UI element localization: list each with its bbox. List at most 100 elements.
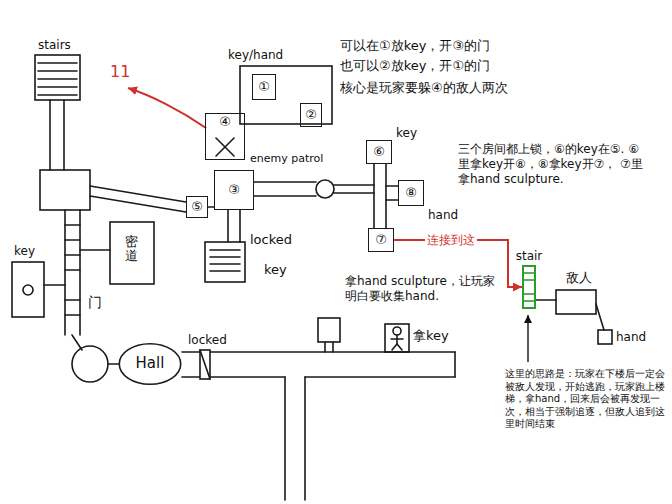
- corridor-walls: [182, 376, 285, 378]
- map-label: hand: [428, 208, 458, 223]
- room-box: ③: [214, 170, 254, 210]
- corridor-walls: [64, 210, 66, 335]
- stair-steps: [524, 300, 534, 302]
- room-number: ⑦: [375, 233, 387, 248]
- corridor-walls: [454, 352, 456, 377]
- corridor-walls: [254, 195, 316, 197]
- room-box: ⑥: [366, 140, 392, 164]
- key-room: [12, 262, 44, 317]
- corridor-walls: [12, 55, 612, 500]
- sculpture-room: [318, 318, 340, 342]
- map-label: 拿key: [413, 328, 449, 344]
- corridor-walls: [332, 342, 334, 352]
- corridor-walls: [536, 299, 556, 301]
- room-number: ③: [228, 183, 240, 198]
- corridor-walls: [80, 249, 110, 251]
- stair-steps: [210, 256, 240, 258]
- room-box: ⑧: [398, 180, 424, 206]
- corridor-walls: [90, 186, 186, 202]
- stair-steps: [210, 249, 240, 251]
- corridor-walls: [385, 164, 387, 228]
- room-box: ④: [205, 113, 245, 160]
- enemy-room: [556, 290, 596, 314]
- corridor-walls: [305, 376, 455, 378]
- corridor-walls: [182, 351, 455, 353]
- stair-steps: [210, 263, 240, 265]
- stair-steps: [38, 86, 77, 88]
- locked-door: [200, 350, 210, 379]
- patrol-cross: [216, 138, 234, 156]
- corridor-walls: [239, 210, 241, 242]
- connector-label: 连接到这: [425, 233, 477, 247]
- stairs-room: [35, 55, 80, 100]
- corridor-walls: [334, 184, 374, 186]
- stair-steps: [524, 293, 534, 295]
- room-number: ②: [305, 108, 317, 123]
- room-box: ②: [300, 103, 322, 127]
- corridor-walls: [65, 269, 80, 271]
- hall-outline: [119, 344, 180, 384]
- stair-steps: [210, 270, 240, 272]
- stair-steps: [38, 94, 77, 96]
- map-label: 门: [88, 294, 102, 312]
- corridor-walls: [90, 196, 186, 212]
- red-arrow: [128, 88, 206, 128]
- corridor-walls: [63, 100, 65, 170]
- map-label: 敌人: [566, 270, 592, 286]
- corridor-walls: [65, 224, 80, 226]
- corridor-walls: [79, 210, 81, 335]
- corridor-walls: [324, 342, 326, 352]
- map-label: 11: [110, 62, 130, 82]
- corridor-walls: [227, 210, 229, 242]
- corridor-walls: [65, 314, 80, 316]
- round-room: [72, 346, 108, 382]
- key-room: [385, 324, 409, 352]
- map-label: 密道: [125, 235, 138, 264]
- room-number: ⑥: [373, 145, 385, 160]
- stair-steps: [524, 273, 534, 301]
- room-number: Hall: [136, 355, 165, 372]
- room-number: ①: [258, 80, 270, 95]
- stair-steps: [524, 279, 534, 281]
- map-label: 可以在①放key，开③的门: [340, 38, 490, 54]
- corridor-walls: [65, 254, 80, 256]
- room-box: ①: [252, 74, 276, 100]
- corridor-walls: [284, 377, 286, 500]
- hall-node: Hall: [118, 342, 182, 386]
- locked-door: [200, 350, 210, 379]
- design-note: 这里的思路是：玩家在下楼后一定会被敌人发现，开始逃跑，玩家跑上楼梯，拿hand，…: [505, 368, 665, 431]
- map-label: locked: [250, 232, 292, 248]
- design-note: 三个房间都上锁，⑥的key在⑤. ⑥里拿key开⑧，⑧拿key开⑦， ⑦里拿ha…: [458, 142, 643, 187]
- map-label: key: [396, 126, 417, 141]
- corridor-walls: [44, 284, 65, 286]
- stick-figure: [392, 344, 397, 350]
- corridor-walls: [65, 239, 80, 241]
- design-note: 拿hand sculpture，让玩家明白要收集hand.: [345, 274, 495, 304]
- room-number: ⑧: [405, 186, 417, 201]
- side-room: [40, 170, 90, 210]
- map-label: key: [14, 244, 35, 259]
- corridor-walls: [386, 199, 398, 201]
- stair-steps: [38, 70, 77, 72]
- key-mark: [23, 285, 33, 295]
- room-box: ⑦: [368, 228, 394, 252]
- map-label: key/hand: [228, 48, 283, 63]
- corridor-walls: [304, 377, 306, 500]
- corridor-walls: [334, 192, 374, 194]
- locked-room: [205, 242, 245, 282]
- corridor-walls: [386, 185, 398, 187]
- room-box: ⑤: [186, 196, 208, 218]
- corridor-walls: [254, 181, 316, 183]
- map-label: enemy patrol: [250, 152, 323, 166]
- map-label: hand: [616, 330, 646, 345]
- corridor-walls: [373, 164, 375, 228]
- stair-node: stair: [522, 265, 536, 309]
- top-room-outline: [240, 66, 332, 124]
- leader-arrow: [527, 315, 528, 362]
- stick-figure: [393, 327, 401, 335]
- junction-circle: [316, 180, 334, 198]
- stick-figure: [397, 344, 402, 350]
- secret-passage-room: [110, 222, 154, 284]
